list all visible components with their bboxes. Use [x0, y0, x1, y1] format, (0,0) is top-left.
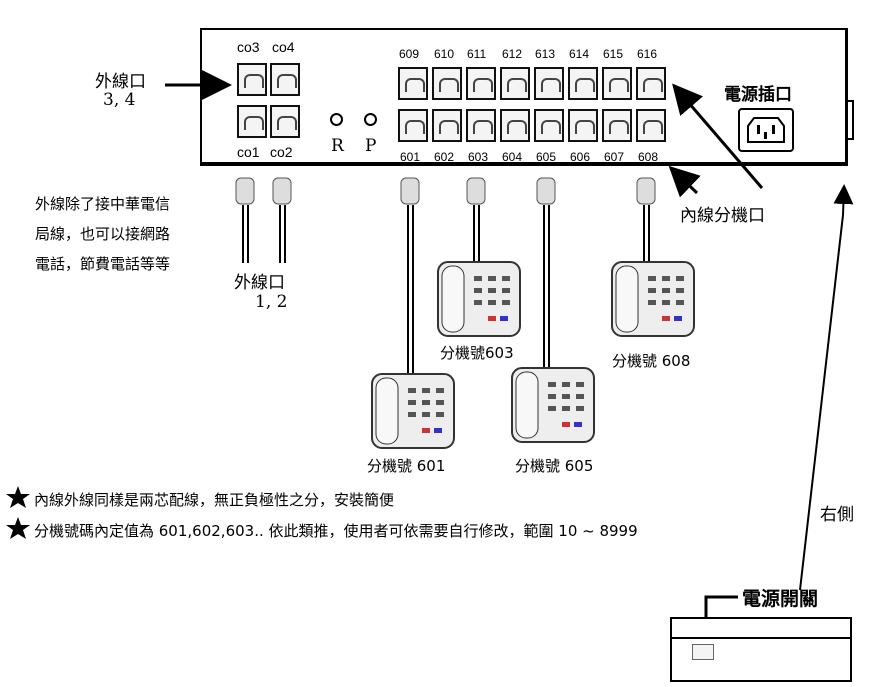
switch-edge [848, 100, 854, 140]
ext-615-label: 615 [603, 47, 624, 61]
telephone-icon [437, 261, 521, 337]
ext-610-jack[interactable] [432, 67, 462, 100]
telephone-icon [371, 373, 455, 449]
phone-601-label: 分機號 601 [367, 457, 446, 475]
ext-602-label: 602 [434, 150, 455, 164]
ext-608-jack[interactable] [636, 109, 666, 142]
ext-606-jack[interactable] [568, 109, 598, 142]
phone-608-label: 分機號 608 [612, 352, 691, 370]
right-side-label: 右側 [820, 505, 854, 525]
note-line-2: 分機號碼內定值為 601,602,603.. 依此類推，使用者可依需要自行修改，… [34, 522, 638, 540]
outer-line-12-label: 外線口 [234, 273, 285, 293]
ext-604-jack[interactable] [500, 109, 530, 142]
ext-603-jack[interactable] [466, 109, 496, 142]
ext-614-jack[interactable] [568, 67, 598, 100]
co2-label: co2 [270, 144, 293, 160]
outer-line-34-label: 外線口 [95, 72, 146, 92]
ext-616-jack[interactable] [636, 67, 666, 100]
co1-jack[interactable] [237, 105, 267, 138]
description-line-2: 局線，也可以接網路 [35, 225, 171, 243]
co3-jack[interactable] [237, 63, 267, 96]
ext-613-label: 613 [535, 47, 556, 61]
telephone-icon [511, 367, 595, 443]
power-socket-label: 電源插口 [724, 85, 792, 105]
led-r-label: R [331, 136, 344, 156]
ext-611-jack[interactable] [466, 67, 496, 100]
ext-616-label: 616 [637, 47, 658, 61]
ext-611-label: 611 [467, 47, 487, 61]
power-switch-toggle[interactable] [692, 644, 714, 660]
arrow-icon [799, 214, 844, 591]
power-switch-label: 電源開關 [742, 588, 819, 610]
ext-614-label: 614 [569, 47, 590, 61]
ext-612-label: 612 [502, 47, 523, 61]
ext-602-jack[interactable] [432, 109, 462, 142]
device-right-side-panel [670, 617, 852, 682]
co3-label: co3 [237, 39, 260, 55]
led-r-icon [330, 113, 343, 126]
ext-601-label: 601 [400, 150, 421, 164]
ext-613-jack[interactable] [534, 67, 564, 100]
co2-jack[interactable] [270, 105, 300, 138]
star-icon [6, 486, 30, 508]
rj11-jack-icon [235, 177, 656, 205]
arrow-icon [672, 83, 764, 189]
telephone-icon [611, 261, 695, 337]
arrow-icon [668, 165, 701, 198]
ext-610-label: 610 [434, 47, 455, 61]
co4-jack[interactable] [270, 63, 300, 96]
ext-606-label: 606 [570, 150, 591, 164]
phone-603-label: 分機號603 [440, 344, 514, 362]
note-line-1: 內線外線同樣是兩芯配線，無正負極性之分，安裝簡便 [34, 491, 395, 509]
pbx-panel: co3 co4 co1 co2 R P 609 610 611 612 613 … [200, 28, 848, 166]
ext-615-jack[interactable] [602, 67, 632, 100]
arrow-icon [833, 184, 854, 216]
led-p-icon [364, 113, 377, 126]
ext-603-label: 603 [468, 150, 489, 164]
ext-604-label: 604 [502, 150, 523, 164]
led-p-label: P [365, 136, 377, 156]
ext-608-label: 608 [638, 150, 659, 164]
description-line-3: 電話，節費電話等等 [35, 255, 171, 273]
ext-607-jack[interactable] [602, 109, 632, 142]
power-socket-icon [738, 108, 794, 152]
ext-607-label: 607 [604, 150, 625, 164]
ext-609-jack[interactable] [398, 67, 428, 100]
co1-label: co1 [237, 144, 260, 160]
description-line-1: 外線除了接中華電信 [35, 195, 171, 213]
co4-label: co4 [272, 39, 295, 55]
ext-612-jack[interactable] [500, 67, 530, 100]
ext-601-jack[interactable] [398, 109, 428, 142]
star-icon [6, 517, 30, 539]
outer-line-34-numbers: 3, 4 [103, 90, 136, 110]
outer-line-12-numbers: 1, 2 [255, 292, 288, 312]
inner-line-label: 內線分機口 [680, 206, 765, 226]
ext-605-jack[interactable] [534, 109, 564, 142]
ext-605-label: 605 [536, 150, 557, 164]
ext-609-label: 609 [399, 47, 420, 61]
phone-605-label: 分機號 605 [515, 457, 594, 475]
